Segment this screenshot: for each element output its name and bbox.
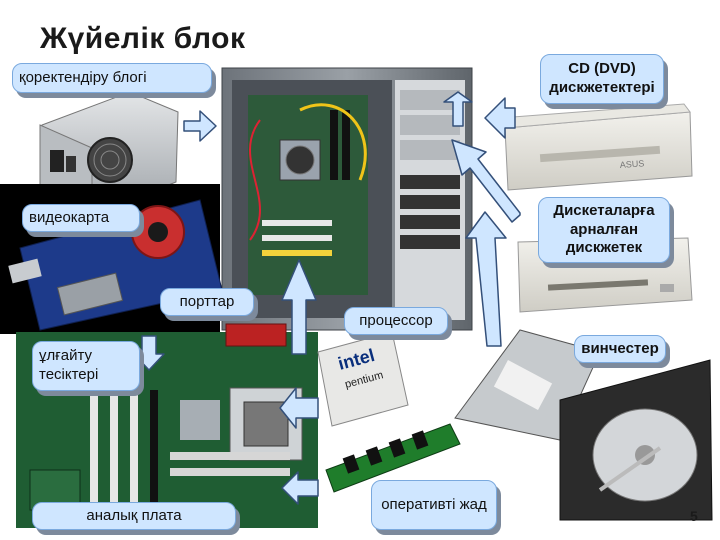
label-power-supply: қоректендіру блогі	[12, 63, 212, 93]
arrow-cd-dvd	[484, 97, 516, 139]
label-video-card: видеокарта	[22, 204, 140, 232]
arrow-ports	[281, 259, 317, 355]
motherboard-photo	[16, 323, 318, 528]
arrow-ram	[281, 471, 319, 505]
svg-text:ASUS: ASUS	[619, 158, 644, 170]
arrow-slots	[133, 335, 165, 371]
cpu-photo: intel pentium	[317, 331, 409, 427]
label-processor-text: процессор	[359, 311, 433, 329]
arrow-cpu	[279, 387, 319, 429]
label-ram-text: оперативті жад	[381, 495, 487, 513]
label-cd-dvd-text: CD (DVD) дискжетектері	[549, 60, 655, 96]
cd-dvd-drive-photo: ASUS	[499, 103, 693, 191]
label-floppy-text: Дискеталарға арналған дискжетек	[553, 201, 655, 257]
label-expansion-slots-text: ұлғайту тесіктері	[39, 347, 99, 383]
label-floppy: Дискеталарға арналған дискжетек	[538, 197, 670, 263]
arrow-up-slot	[443, 91, 473, 127]
arrow-to-power-supply	[183, 110, 217, 142]
label-hdd-text: винчестер	[581, 339, 659, 357]
label-motherboard-text: аналық плата	[86, 506, 182, 524]
hdd-photo	[454, 329, 713, 521]
label-power-supply-text: қоректендіру блогі	[19, 68, 147, 86]
ram-photo	[325, 423, 461, 493]
arrow-floppy	[451, 139, 521, 223]
system-unit-photo	[221, 67, 473, 331]
label-ports-text: порттар	[179, 292, 235, 310]
label-video-card-text: видеокарта	[29, 208, 110, 226]
label-cd-dvd: CD (DVD) дискжетектері	[540, 54, 664, 104]
label-ram: оперативті жад	[371, 480, 497, 530]
slide-title: Жүйелік блок	[40, 22, 246, 55]
label-motherboard: аналық плата	[32, 502, 236, 530]
arrows	[133, 91, 521, 505]
arrow-floppy-up	[465, 211, 507, 347]
label-ports: порттар	[160, 288, 254, 316]
label-processor: процессор	[344, 307, 448, 335]
label-expansion-slots: ұлғайту тесіктері	[32, 341, 140, 391]
label-hdd: винчестер	[574, 335, 666, 363]
page-number: 5	[690, 508, 698, 524]
